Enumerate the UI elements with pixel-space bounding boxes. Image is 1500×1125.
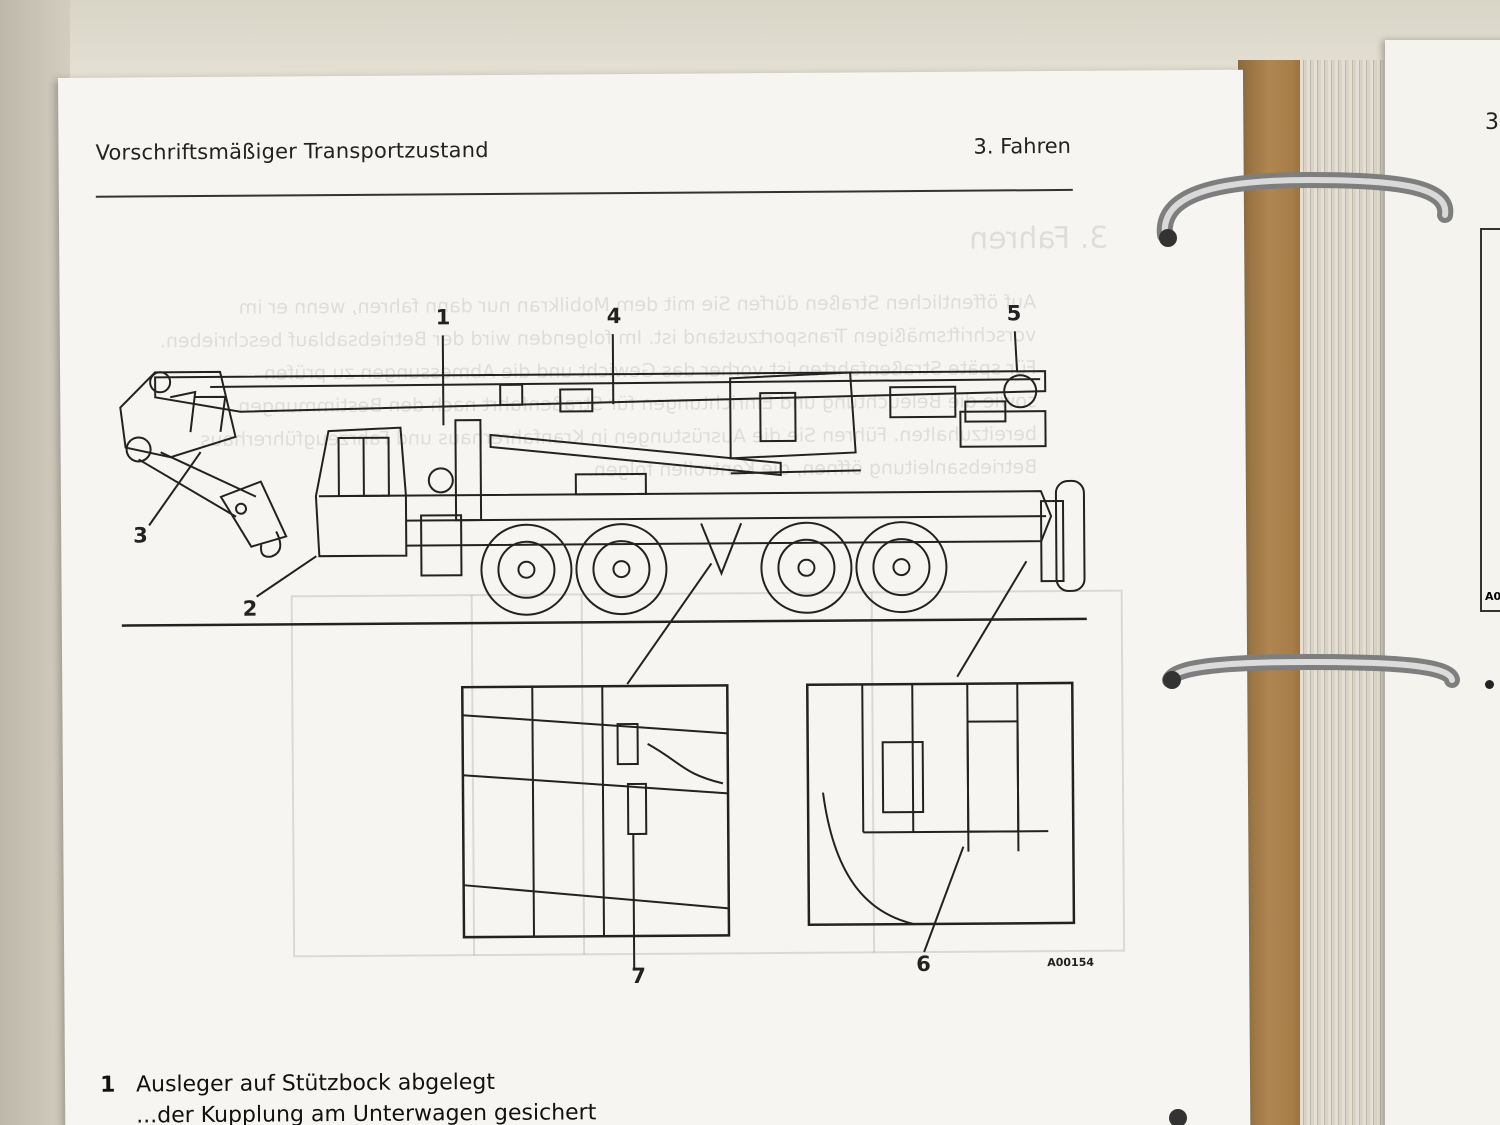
legend-text: Ausleger auf Stützbock abgelegt xyxy=(135,1069,496,1098)
right-page-bullet xyxy=(1485,680,1494,689)
wheels xyxy=(480,521,948,616)
right-page-figure-code: A0 xyxy=(1485,590,1500,603)
boom xyxy=(154,370,1047,413)
rope-drum xyxy=(1003,374,1038,409)
carrier-cab xyxy=(314,426,408,558)
legend-list: 1 Ausleger auf Stützbock abgelegt ...der… xyxy=(100,1069,596,1125)
manual-page: 3. Fahren Auf öffentlichen Straßen dürfe… xyxy=(58,69,1251,1125)
ground-line xyxy=(121,617,1087,627)
right-page-header-fragment: 3. xyxy=(1485,110,1500,135)
legend-number xyxy=(100,1104,116,1125)
callout-3: 3 xyxy=(133,523,148,548)
luffing-cylinder xyxy=(489,433,782,477)
callout-4: 4 xyxy=(606,304,622,329)
detail-view-6 xyxy=(805,681,1076,927)
callout-6: 6 xyxy=(916,951,931,977)
legend-number: 1 xyxy=(99,1072,116,1098)
detail-view-7 xyxy=(461,684,731,939)
callout-7: 7 xyxy=(631,963,646,989)
hook xyxy=(260,531,282,558)
figure-code: A00154 xyxy=(1047,955,1095,970)
superstructure-cab xyxy=(729,371,857,460)
boom-head xyxy=(119,370,237,459)
hook-block xyxy=(219,480,288,548)
legend-item: ...der Kupplung am Unterwagen gesichert xyxy=(100,1100,596,1125)
right-page-figure-frame xyxy=(1480,228,1500,612)
callout-1: 1 xyxy=(435,305,451,330)
callout-5: 5 xyxy=(1006,301,1022,326)
legend-item: 1 Ausleger auf Stützbock abgelegt xyxy=(99,1069,596,1098)
crane-transport-figure xyxy=(119,331,1126,970)
chassis-frame xyxy=(318,490,1053,547)
callout-2: 2 xyxy=(242,596,258,621)
right-page: 3. A0 xyxy=(1385,40,1500,1125)
legend-text: ...der Kupplung am Unterwagen gesichert xyxy=(136,1100,597,1125)
